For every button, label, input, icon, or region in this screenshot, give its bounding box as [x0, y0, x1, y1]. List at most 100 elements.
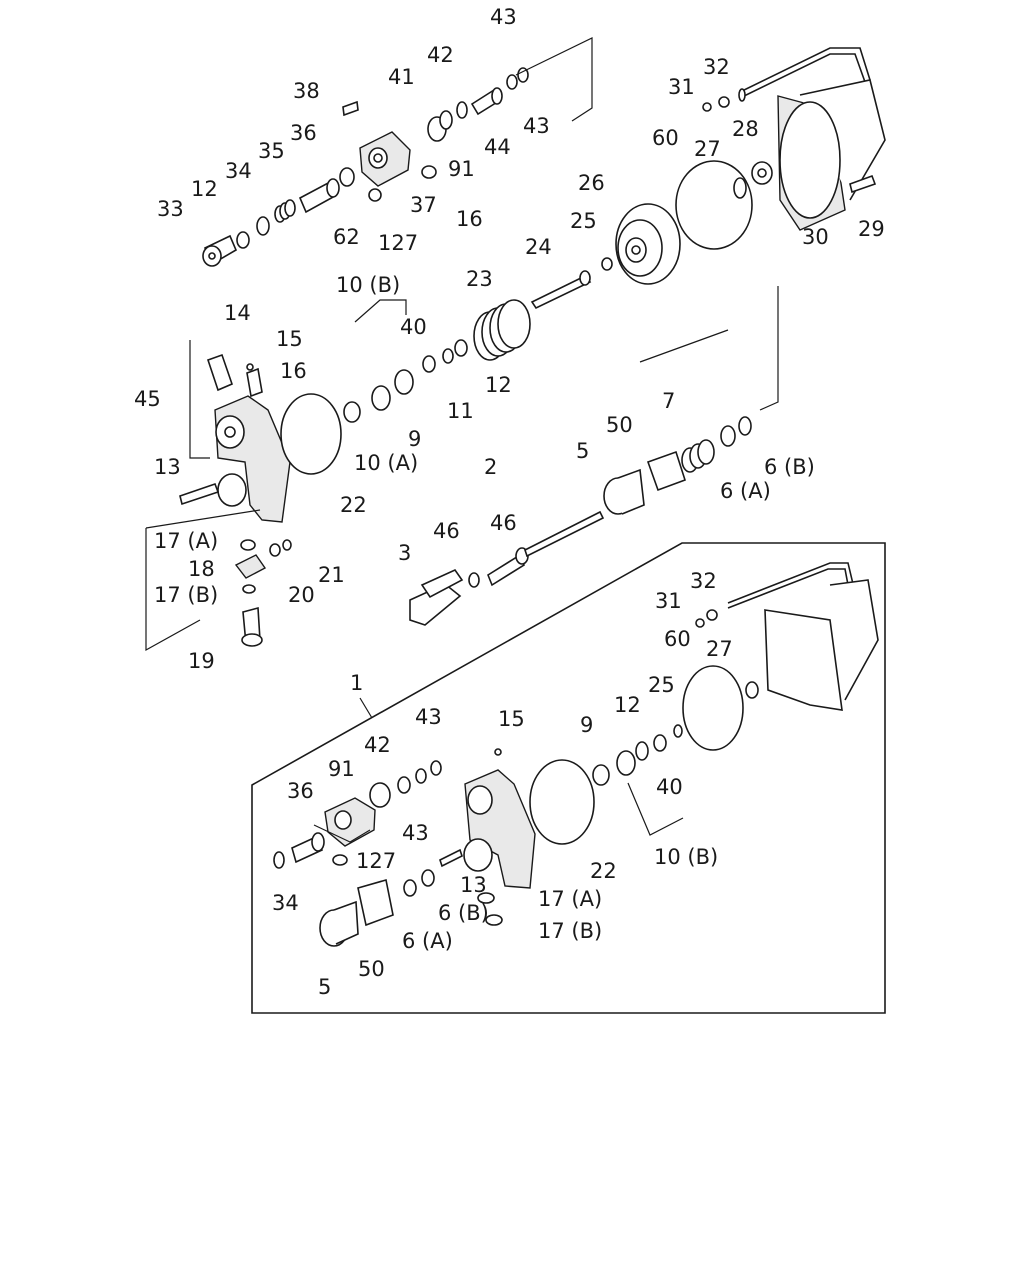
- callout-17a-a: 17 (A): [154, 529, 218, 553]
- valve-body-37: [359, 131, 411, 187]
- callout-34a: 34: [225, 159, 252, 183]
- callout-46b: 46: [490, 511, 517, 535]
- callout-37: 37: [410, 193, 437, 217]
- callout-10a: 10 (A): [354, 451, 418, 475]
- callout-2: 2: [484, 455, 497, 479]
- callout-12b: 12: [485, 373, 512, 397]
- callout-30: 30: [802, 225, 829, 249]
- callout-43b: 43: [523, 114, 550, 138]
- callout-127b: 127: [356, 849, 396, 873]
- top-valve-assembly: [202, 37, 593, 267]
- callout-7: 7: [662, 389, 675, 413]
- callout-15a: 15: [276, 327, 303, 351]
- callout-25b: 25: [648, 673, 675, 697]
- callout-40a: 40: [400, 315, 427, 339]
- callout-50a: 50: [606, 413, 633, 437]
- callout-16b: 16: [280, 359, 307, 383]
- callout-42b: 42: [364, 733, 391, 757]
- spring-7: [681, 439, 715, 473]
- callout-6b-b: 6 (B): [438, 901, 489, 925]
- callout-38: 38: [293, 79, 320, 103]
- callout-127a: 127: [378, 231, 418, 255]
- piston-5: [603, 468, 645, 515]
- callout-28: 28: [732, 117, 759, 141]
- callout-36b: 36: [287, 779, 314, 803]
- callout-29: 29: [858, 217, 885, 241]
- callout-31b: 31: [655, 589, 682, 613]
- callout-46a: 46: [433, 519, 460, 543]
- callout-3: 3: [398, 541, 411, 565]
- callout-27a: 27: [694, 137, 721, 161]
- callout-21: 21: [318, 563, 345, 587]
- lower-assembly-parts: [273, 562, 879, 947]
- callout-16a: 16: [456, 207, 483, 231]
- callout-32b: 32: [690, 569, 717, 593]
- callout-6a-b: 6 (A): [402, 929, 453, 953]
- callout-31a: 31: [668, 75, 695, 99]
- callout-91a: 91: [448, 157, 475, 181]
- callout-20: 20: [288, 583, 315, 607]
- callout-34b: 34: [272, 891, 299, 915]
- callout-18: 18: [188, 557, 215, 581]
- callout-43a: 43: [490, 5, 517, 29]
- callout-26: 26: [578, 171, 605, 195]
- fitting-44: [470, 87, 503, 116]
- callout-62: 62: [333, 225, 360, 249]
- callout-6b-a: 6 (B): [764, 455, 815, 479]
- callout-11: 11: [447, 399, 474, 423]
- callout-33: 33: [157, 197, 184, 221]
- assembly-1-frame: [251, 542, 886, 1014]
- callout-42a: 42: [427, 43, 454, 67]
- callout-40b: 40: [656, 775, 683, 799]
- callout-60a: 60: [652, 126, 679, 150]
- lever-3: [409, 568, 464, 626]
- spring-23: [473, 299, 531, 361]
- callout-5a: 5: [576, 439, 589, 463]
- rod-24: [530, 270, 592, 310]
- callout-19: 19: [188, 649, 215, 673]
- callout-27b: 27: [706, 637, 733, 661]
- callout-35: 35: [258, 139, 285, 163]
- callout-5b: 5: [318, 975, 331, 999]
- callout-13b: 13: [460, 873, 487, 897]
- callout-1: 1: [350, 671, 363, 695]
- plunger-lever-assembly: [409, 286, 779, 626]
- stem-36: [298, 178, 340, 214]
- callout-12a: 12: [191, 177, 218, 201]
- callout-12c: 12: [614, 693, 641, 717]
- callout-22b: 22: [590, 859, 617, 883]
- callout-10b-b: 10 (B): [654, 845, 718, 869]
- callout-43c: 43: [415, 705, 442, 729]
- callout-32a: 32: [703, 55, 730, 79]
- callout-17a-b: 17 (A): [538, 887, 602, 911]
- callout-17b-b: 17 (B): [538, 919, 602, 943]
- callout-45: 45: [134, 387, 161, 411]
- callout-6a-a: 6 (A): [720, 479, 771, 503]
- callout-43d: 43: [402, 821, 429, 845]
- callout-50b: 50: [358, 957, 385, 981]
- callout-44: 44: [484, 135, 511, 159]
- spring-35: [274, 199, 296, 223]
- callout-24: 24: [525, 235, 552, 259]
- callout-9a: 9: [408, 427, 421, 451]
- callout-17b-a: 17 (B): [154, 583, 218, 607]
- callout-60b: 60: [664, 627, 691, 651]
- top-cylinder-assembly: [343, 47, 886, 423]
- piston-26: [615, 203, 681, 285]
- callout-36a: 36: [290, 121, 317, 145]
- callout-25a: 25: [570, 209, 597, 233]
- bolt-19: [241, 606, 263, 647]
- callout-91b: 91: [328, 757, 355, 781]
- callout-14: 14: [224, 301, 251, 325]
- callout-23: 23: [466, 267, 493, 291]
- callout-41: 41: [388, 65, 415, 89]
- plug-33: [202, 234, 238, 267]
- callout-10b-a: 10 (B): [336, 273, 400, 297]
- callout-9b: 9: [580, 713, 593, 737]
- callout-22a: 22: [340, 493, 367, 517]
- callout-13a: 13: [154, 455, 181, 479]
- main-body-assembly: [145, 340, 342, 652]
- callout-labels: 43 42 41 38 31 32 43 36 28 60 27 35 44 3…: [134, 5, 885, 999]
- callout-15b: 15: [498, 707, 525, 731]
